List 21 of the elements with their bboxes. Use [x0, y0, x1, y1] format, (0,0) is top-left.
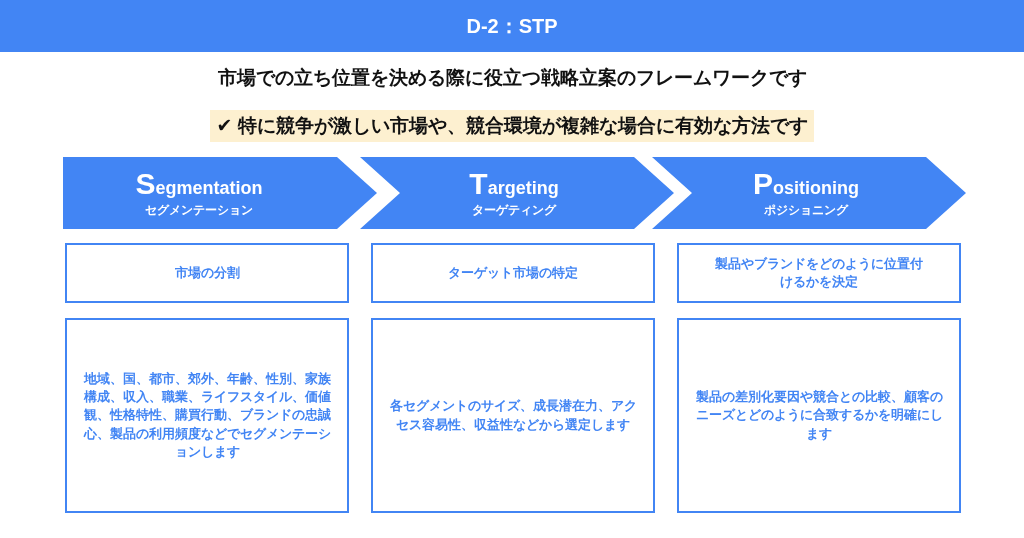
detail-box: [371, 318, 655, 513]
title: D-2：STP: [466, 13, 558, 39]
summary-box: [65, 243, 349, 303]
step-title: Segmentation: [135, 167, 263, 200]
step-subtitle: セグメンテーション: [145, 202, 253, 219]
box-text: 製品やブランドをどのように位置付けるかを決定: [714, 255, 924, 291]
highlight-note: ✔ 特に競争が激しい市場や、競合環境が複雑な場合に有効な方法です: [210, 110, 814, 142]
step-title: Positioning: [753, 167, 859, 200]
box-text: 製品の差別化要因や競合との比較、顧客のニーズとどのように合致するかを明確にします: [694, 388, 944, 443]
detail-box: [677, 318, 961, 513]
step-subtitle: ターゲティング: [472, 202, 556, 219]
step-subtitle: ポジショニング: [764, 202, 848, 219]
subtitle: 市場での立ち位置を決める際に役立つ戦略立案のフレームワークです: [216, 66, 808, 90]
summary-box: [677, 243, 961, 303]
step-title: Targeting: [469, 167, 559, 200]
box-text: ターゲット市場の特定: [448, 264, 578, 282]
summary-box: [371, 243, 655, 303]
box-text: 市場の分割: [174, 264, 240, 282]
detail-box: [65, 318, 349, 513]
box-text: 地域、国、都市、郊外、年齢、性別、家族構成、収入、職業、ライフスタイル、価値観、性格特性、購買行動、ブランドの忠誠心、製品の利用頻度などでセグメンテーションします: [82, 370, 332, 461]
box-text: 各セグメントのサイズ、成長潜在力、アクセス容易性、収益性などから選定します: [388, 398, 638, 434]
